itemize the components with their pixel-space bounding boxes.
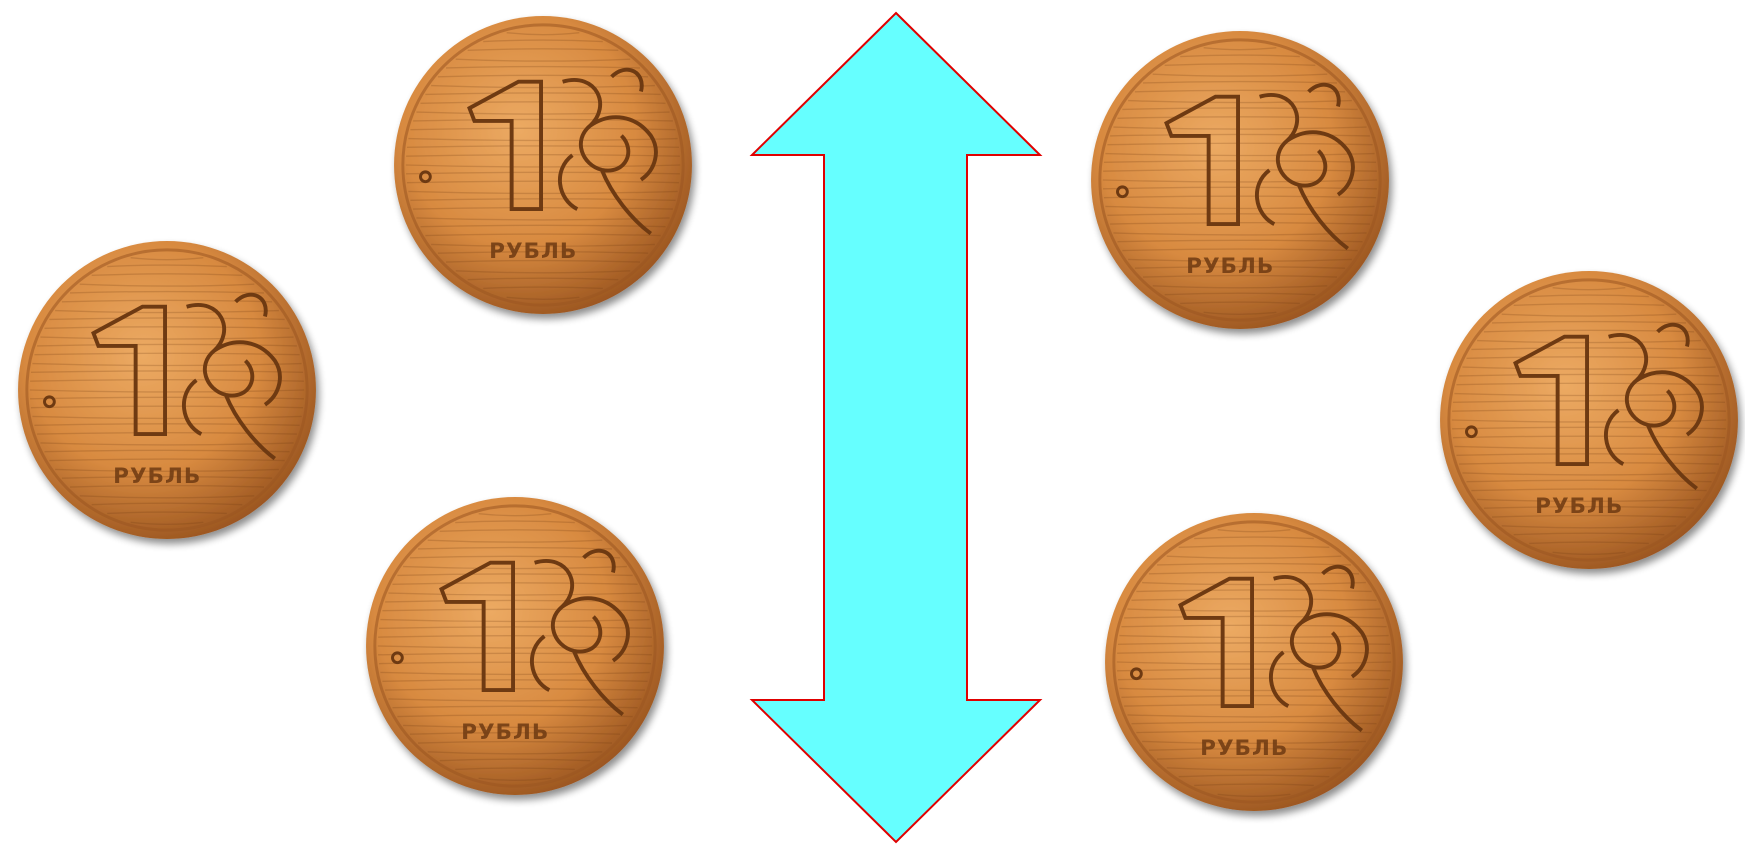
coin-right-group-bottom: РУБЛЬ (1105, 513, 1403, 811)
coin-right-group-middle: РУБЛЬ (1440, 271, 1738, 569)
coin-left-group-middle: РУБЛЬ (18, 241, 316, 539)
svg-text:РУБЛЬ: РУБЛЬ (489, 239, 577, 264)
svg-text:РУБЛЬ: РУБЛЬ (461, 720, 549, 745)
coin-right-group-top: РУБЛЬ (1091, 31, 1389, 329)
svg-text:РУБЛЬ: РУБЛЬ (1200, 736, 1288, 761)
svg-text:РУБЛЬ: РУБЛЬ (1186, 254, 1274, 279)
svg-text:РУБЛЬ: РУБЛЬ (1535, 494, 1623, 519)
coin-left-group-top: РУБЛЬ (394, 16, 692, 314)
double-headed-vertical-arrow-icon (752, 13, 1040, 842)
svg-text:РУБЛЬ: РУБЛЬ (113, 464, 201, 489)
coin-left-group-bottom: РУБЛЬ (366, 497, 664, 795)
